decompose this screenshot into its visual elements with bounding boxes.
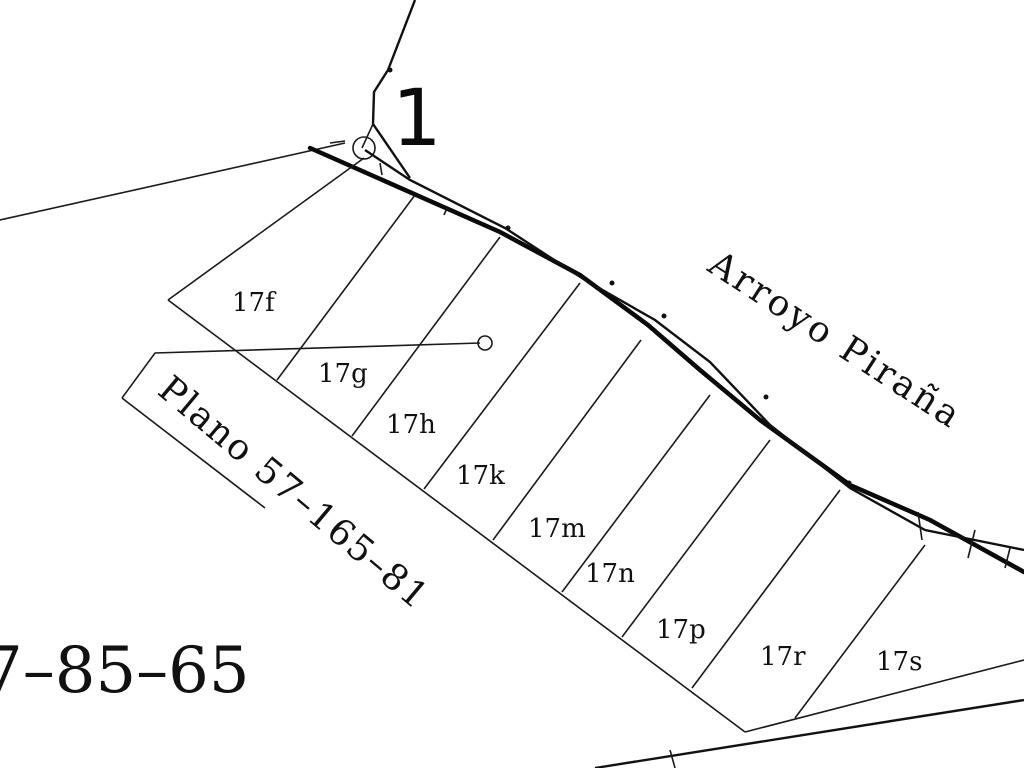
top-left-tick	[329, 140, 346, 144]
plano-pointer-line	[121, 342, 481, 399]
plano-pointer-node	[477, 335, 493, 351]
survey-node-1	[352, 136, 376, 160]
point-label: 1	[392, 74, 442, 164]
lots-rear-boundary	[167, 299, 746, 733]
plan-reference: Plano 57–165–81	[150, 368, 437, 618]
lot-label-17s: 17s	[876, 647, 922, 677]
stream-bank-main	[307, 145, 1024, 575]
north-boundary-branch	[361, 123, 374, 149]
lot-label-17n: 17n	[585, 559, 635, 589]
south-edge-tick	[669, 749, 676, 768]
lot-label-17k: 17k	[456, 461, 505, 491]
stream-ticks	[379, 162, 1011, 569]
west-boundary-line	[0, 142, 346, 221]
lot-label-17m: 17m	[528, 514, 586, 544]
lot-label-17g: 17g	[318, 359, 368, 389]
partial-reference: 7–85–65	[0, 634, 250, 708]
lot-label-17r: 17r	[760, 642, 806, 672]
stream-dots	[387, 67, 852, 486]
river-name: Arroyo Piraña	[700, 243, 969, 438]
plano-box-edge	[121, 397, 266, 509]
lot-label-17h: 17h	[386, 410, 436, 440]
lot-label-17f: 17f	[232, 288, 277, 318]
south-boundary-line	[744, 659, 1024, 733]
stream-bank-secondary	[364, 149, 1024, 552]
north-boundary-line	[371, 0, 417, 179]
lot-division-lines	[167, 157, 926, 719]
south-edge-line	[594, 698, 1024, 768]
lot-label-17p: 17p	[656, 615, 706, 645]
